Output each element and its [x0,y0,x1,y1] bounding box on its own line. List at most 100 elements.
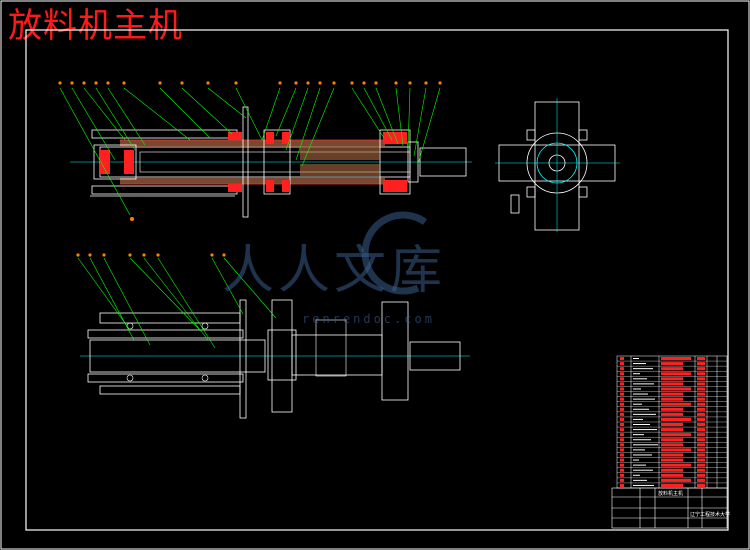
parts-row-code-cell [661,362,683,366]
parts-row-code-cell [661,412,683,416]
parts-row-qty-cell [697,357,705,361]
parts-row-name-cell [633,434,644,436]
parts-row-index-cell [620,362,624,366]
parts-row-qty-cell [697,453,705,457]
parts-row-qty-cell [697,443,705,447]
parts-row-name-cell [633,368,653,370]
parts-row-index-cell [620,387,624,391]
parts-row-name-cell [633,408,649,410]
parts-row-code-cell [661,372,691,376]
parts-row-qty-cell [697,387,705,391]
parts-row-qty-cell [697,407,705,411]
parts-row-name-cell [633,464,646,466]
parts-row-name-cell [633,459,639,461]
parts-list-rows [617,357,727,487]
parts-row-index-cell [620,367,624,371]
parts-row-index-cell [620,468,624,472]
parts-row-name-cell [633,393,648,395]
parts-row-qty-cell [697,402,705,406]
parts-row-qty-cell [697,362,705,366]
parts-row-index-cell [620,397,624,401]
title-block-school: 辽宁工程技术大学 [690,512,731,518]
parts-row-code-cell [661,443,683,447]
parts-row-code-cell [661,448,691,452]
watermark-text: 人人文库 [222,241,447,301]
parts-row-index-cell [620,357,624,361]
parts-row-name-cell [633,484,654,486]
parts-row-qty-cell [697,382,705,386]
parts-row-index-cell [620,407,624,411]
parts-row-name-cell [633,403,642,405]
parts-row-name-cell [633,424,650,425]
parts-row-code-cell [661,382,683,386]
top-section-view [70,106,472,221]
parts-row-name-cell [633,474,640,476]
bottom-leader-lines [77,257,277,349]
parts-row-index-cell [620,428,624,432]
parts-row-code-cell [661,458,683,462]
parts-row-code-cell [661,417,691,421]
parts-row-qty-cell [697,438,705,442]
parts-row-qty-cell [697,397,705,401]
parts-row-name-cell [633,378,647,380]
parts-row-name-cell [633,358,639,359]
parts-row-code-cell [661,463,691,467]
parts-row-code-cell [661,468,683,472]
top-balloons [58,81,442,85]
parts-row-code-cell [661,478,691,482]
parts-row-qty-cell [697,392,705,396]
parts-row-index-cell [620,453,624,457]
parts-row-name-cell [633,449,645,451]
parts-row-qty-cell [697,458,705,462]
parts-row-index-cell [620,417,624,421]
parts-row-qty-cell [697,468,705,472]
parts-row-code-cell [661,367,683,371]
parts-row-qty-cell [697,478,705,482]
parts-row-name-cell [633,439,651,441]
bottom-balloons [76,253,226,257]
parts-row-index-cell [620,448,624,452]
parts-row-qty-cell [697,433,705,437]
parts-row-index-cell [620,438,624,442]
parts-row-code-cell [661,387,691,391]
parts-row-index-cell [620,412,624,416]
watermark-url: renrendoc.com [302,312,435,326]
parts-row-code-cell [661,433,691,437]
parts-row-code-cell [661,377,683,381]
parts-row-code-cell [661,473,683,477]
parts-row-code-cell [661,428,683,432]
end-view [495,98,620,232]
parts-row-code-cell [661,423,683,427]
parts-row-name-cell [633,388,641,390]
parts-row-index-cell [620,443,624,447]
parts-row-qty-cell [697,423,705,427]
parts-row-index-cell [620,463,624,467]
parts-row-code-cell [661,407,683,411]
parts-row-code-cell [661,392,683,396]
parts-row-index-cell [620,458,624,462]
parts-row-qty-cell [697,428,705,432]
parts-row-qty-cell [697,367,705,371]
parts-row-code-cell [661,357,691,361]
parts-row-index-cell [620,392,624,396]
parts-row-index-cell [620,478,624,482]
parts-row-qty-cell [697,448,705,452]
top-leader-lines [59,87,441,216]
drawing-title: 放料机主机 [8,6,183,46]
parts-row-qty-cell [697,473,705,477]
parts-row-qty-cell [697,412,705,416]
parts-row-index-cell [620,377,624,381]
parts-row-index-cell [620,473,624,477]
parts-row-name-cell [633,469,653,471]
parts-row-name-cell [633,413,656,415]
parts-row-code-cell [661,438,683,442]
parts-row-name-cell [633,418,643,420]
parts-row-qty-cell [697,377,705,381]
parts-row-qty-cell [697,483,705,487]
parts-row-code-cell [661,453,683,457]
parts-row-qty-cell [697,372,705,376]
title-block [611,487,728,529]
parts-row-code-cell [661,402,691,406]
